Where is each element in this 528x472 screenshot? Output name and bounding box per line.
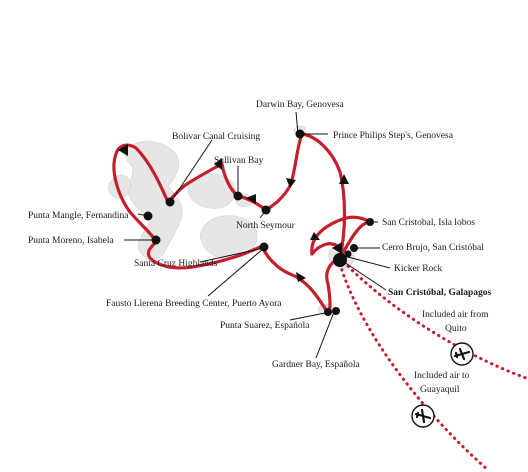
label-san-cristobal-galapagos: San Cristóbal, Galapagos [388, 288, 492, 298]
leader-line [343, 255, 391, 269]
stop-marker [333, 253, 347, 267]
leader-line [343, 261, 387, 291]
direction-arrows [118, 144, 349, 282]
label-punta-suarez: Punta Suarez, Española [220, 321, 310, 331]
stop-marker [350, 244, 358, 252]
arrow-icon [214, 158, 222, 170]
label-prince-philips-step: Prince Philips Step's, Genovesa [333, 131, 454, 141]
stop-marker [324, 308, 332, 316]
label-darwin-bay: Darwin Bay, Genovesa [256, 100, 345, 110]
stops [143, 129, 374, 316]
airplane-icon [450, 342, 474, 366]
airplane-icon [411, 404, 435, 428]
flight-route-quito [342, 260, 528, 380]
stop-marker [233, 191, 243, 201]
arrow-icon [310, 232, 320, 240]
label-north-seymour: North Seymour [236, 221, 296, 231]
flight-route-guayaquil [338, 262, 490, 472]
stop-marker [151, 235, 161, 245]
stop-marker [261, 205, 271, 215]
leader-lines [124, 111, 391, 359]
label-santa-cruz-highlands: Santa Cruz Highlands [134, 259, 218, 269]
arrow-icon [296, 272, 306, 282]
leader-line [171, 139, 213, 201]
stop-marker [259, 242, 269, 252]
leader-line [315, 311, 335, 359]
route-line [310, 215, 372, 260]
leader-line [289, 311, 331, 321]
santa-cruz-island [200, 215, 258, 260]
arrow-icon [339, 174, 349, 184]
labels: Darwin Bay, Genovesa Prince Philips Step… [28, 100, 492, 395]
arrow-icon [118, 144, 128, 156]
stop-marker [344, 250, 352, 258]
islands [108, 125, 355, 316]
stop-marker [295, 129, 305, 139]
label-air-guayaquil-line1: Included air to [414, 371, 470, 381]
airplane-icons [411, 342, 474, 428]
label-punta-mangle: Punta Mangle, Fernandina [28, 211, 129, 221]
stop-marker [366, 218, 374, 226]
stop-marker [165, 197, 175, 207]
label-kicker-rock: Kicker Rock [394, 264, 443, 274]
label-san-cristobal-lobos: San Cristobal, Isla lobos [382, 218, 475, 228]
stop-marker [332, 307, 340, 315]
label-air-quito-line1: Included air from [422, 309, 489, 320]
leader-line [199, 247, 265, 263]
leader-line [207, 247, 265, 297]
label-air-quito-line2: Quito [445, 324, 467, 334]
fernandina-island [108, 174, 131, 199]
label-sullivan-bay: Sullivan Bay [214, 156, 264, 166]
label-fausto-llerena: Fausto Llerena Breeding Center, Puerto A… [106, 299, 282, 309]
label-air-guayaquil-line2: Guayaquil [420, 385, 460, 395]
label-cerro-brujo: Cerro Brujo, San Cristóbal [382, 243, 484, 253]
label-punta-moreno: Punta Moreno, Isabela [28, 236, 115, 246]
flight-paths [338, 260, 528, 472]
label-bolivar-canal: Bolivar Canal Cruising [172, 132, 260, 142]
santiago-island [187, 173, 236, 209]
arrow-icon [246, 194, 256, 204]
arrow-icon [332, 242, 342, 254]
stop-marker [143, 211, 153, 221]
label-gardner-bay: Gardner Bay, Española [272, 360, 361, 370]
arrow-icon [286, 178, 296, 188]
